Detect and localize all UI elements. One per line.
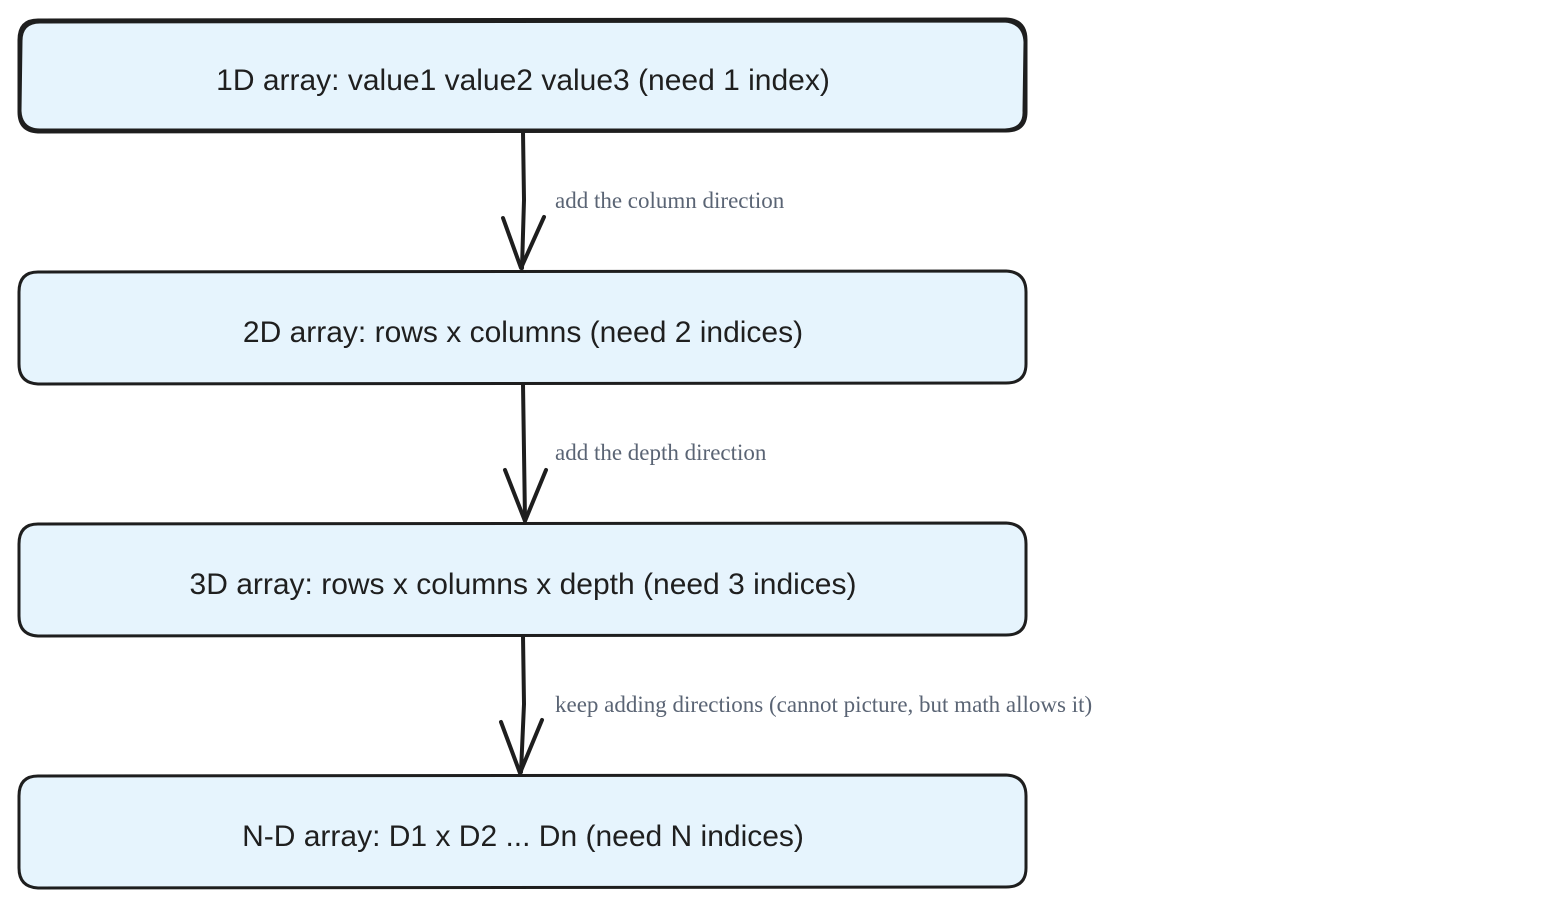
node-3d-array-label: 3D array: rows x columns x depth (need 3… (190, 568, 857, 601)
node-3d-array-box (17, 521, 1028, 638)
edge-3d-to-nd-arrowhead (499, 718, 544, 775)
edge-1d-to-2d: add the column direction (501, 130, 785, 270)
node-nd-array-box (17, 773, 1028, 890)
node-nd-array-label: N-D array: D1 x D2 ... Dn (need N indice… (242, 820, 804, 853)
edge-3d-to-nd: keep adding directions (cannot picture, … (499, 634, 1092, 775)
edge-1d-to-2d-line (520, 130, 526, 270)
edge-1d-to-2d-label: add the column direction (555, 188, 785, 213)
node-2d-array-label: 2D array: rows x columns (need 2 indices… (243, 316, 803, 349)
edge-3d-to-nd-line (519, 634, 526, 774)
node-2d-array[interactable]: 2D array: rows x columns (need 2 indices… (17, 269, 1028, 386)
node-3d-array[interactable]: 3D array: rows x columns x depth (need 3… (17, 521, 1028, 638)
edge-1d-to-2d-arrowhead (501, 215, 546, 270)
edge-3d-to-nd-label: keep adding directions (cannot picture, … (555, 692, 1092, 717)
node-1d-array-box (17, 17, 1028, 134)
edge-2d-to-3d-arrowhead (503, 468, 548, 523)
edge-2d-to-3d-label: add the depth direction (555, 440, 767, 465)
node-nd-array[interactable]: N-D array: D1 x D2 ... Dn (need N indice… (17, 773, 1028, 890)
node-1d-array-label: 1D array: value1 value2 value3 (need 1 i… (216, 64, 830, 97)
edge-2d-to-3d-line (521, 382, 527, 522)
node-2d-array-box (17, 269, 1028, 386)
node-1d-array[interactable]: 1D array: value1 value2 value3 (need 1 i… (17, 17, 1028, 134)
edge-2d-to-3d: add the depth direction (503, 382, 767, 523)
